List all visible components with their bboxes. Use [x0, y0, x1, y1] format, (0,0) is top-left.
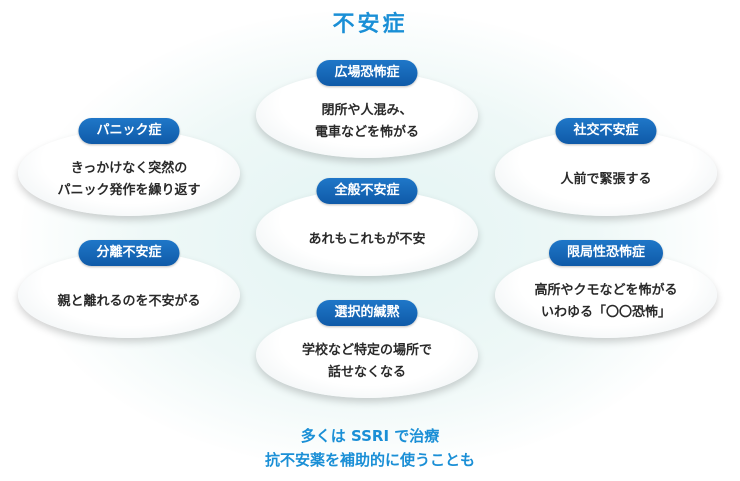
card-body: 親と離れるのを不安がる: [18, 252, 240, 338]
card-panic-disorder: きっかけなく突然の パニック発作を繰り返す パニック症: [18, 118, 240, 216]
card-label: 全般不安症: [316, 178, 418, 204]
card-body: 閉所や人混み、 電車などを怖がる: [256, 72, 478, 158]
card-selective-mutism: 学校など特定の場所で 話せなくなる 選択的緘黙: [256, 300, 478, 398]
card-label: 限局性恐怖症: [548, 240, 664, 266]
treatment-note-line2: 抗不安薬を補助的に使うことも: [264, 451, 475, 469]
card-generalized-anxiety: あれもこれもが不安 全般不安症: [256, 178, 478, 276]
card-specific-phobia: 高所やクモなどを怖がる いわゆる「〇〇恐怖」 限局性恐怖症: [495, 240, 717, 338]
card-description: 親と離れるのを不安がる: [57, 294, 201, 309]
diagram-title: 不安症: [332, 12, 408, 37]
card-description: 閉所や人混み、 電車などを怖がる: [314, 103, 419, 140]
card-description: 学校など特定の場所で 話せなくなる: [301, 343, 432, 380]
card-label: 選択的緘黙: [316, 300, 418, 326]
card-body: 学校など特定の場所で 話せなくなる: [256, 312, 478, 398]
card-description: きっかけなく突然の パニック発作を繰り返す: [57, 161, 201, 198]
treatment-note: 多くは SSRI で治療 抗不安薬を補助的に使うことも: [0, 424, 740, 472]
card-body: 高所やクモなどを怖がる いわゆる「〇〇恐怖」: [495, 252, 717, 338]
card-description: 高所やクモなどを怖がる いわゆる「〇〇恐怖」: [534, 283, 678, 320]
card-label: 広場恐怖症: [316, 60, 418, 86]
card-body: 人前で緊張する: [495, 130, 717, 216]
card-body: あれもこれもが不安: [256, 190, 478, 276]
card-label: パニック症: [78, 118, 180, 144]
card-social-anxiety: 人前で緊張する 社交不安症: [495, 118, 717, 216]
card-label: 社交不安症: [555, 118, 657, 144]
card-separation-anxiety: 親と離れるのを不安がる 分離不安症: [18, 240, 240, 338]
card-body: きっかけなく突然の パニック発作を繰り返す: [18, 130, 240, 216]
treatment-note-line1: 多くは SSRI で治療: [300, 427, 440, 445]
card-description: 人前で緊張する: [560, 172, 652, 187]
card-label: 分離不安症: [78, 240, 180, 266]
card-description: あれもこれもが不安: [308, 232, 426, 247]
card-agoraphobia: 閉所や人混み、 電車などを怖がる 広場恐怖症: [256, 60, 478, 158]
